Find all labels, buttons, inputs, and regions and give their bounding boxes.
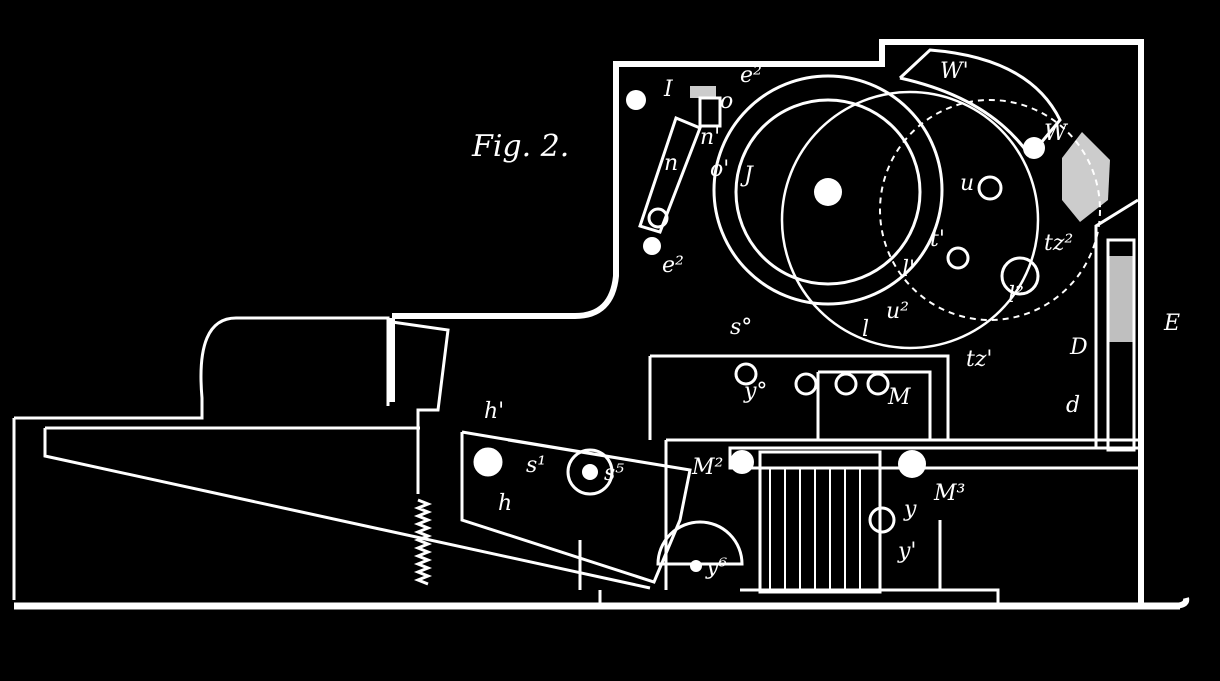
label-W1: W' bbox=[940, 59, 969, 84]
label-u2: u² bbox=[886, 299, 909, 324]
label-tz1: tz' bbox=[966, 347, 992, 372]
label-l: l bbox=[862, 317, 869, 342]
carriage-left bbox=[12, 316, 651, 600]
pivot-y bbox=[868, 506, 896, 534]
label-l1: l' bbox=[902, 257, 915, 282]
label-h: h bbox=[498, 491, 512, 516]
pivot-s5-outer bbox=[566, 448, 614, 496]
figure-caption: Fig. 2. bbox=[471, 129, 569, 164]
label-e2-upper: e² bbox=[740, 63, 762, 88]
axle-J bbox=[814, 178, 842, 206]
label-n-upper: n' bbox=[700, 125, 720, 150]
key-bank bbox=[758, 450, 882, 594]
label-E: E bbox=[1163, 311, 1180, 336]
bar-E-hatch bbox=[1108, 256, 1134, 342]
cam-hatched bbox=[1062, 132, 1110, 222]
spring-top-left bbox=[626, 90, 646, 110]
label-y0: y° bbox=[743, 379, 767, 404]
label-tz2: tz² bbox=[1044, 231, 1073, 256]
pawl-arm bbox=[638, 115, 702, 234]
label-s5: s⁵ bbox=[604, 461, 624, 486]
pivot-s5-inner bbox=[582, 464, 598, 480]
label-J: J bbox=[740, 163, 754, 188]
label-o-lower: o' bbox=[710, 157, 729, 182]
spring bbox=[413, 498, 433, 586]
label-M3: M³ bbox=[933, 481, 965, 506]
label-s0: s° bbox=[730, 315, 752, 340]
label-I: I bbox=[663, 77, 674, 102]
label-h1: h' bbox=[484, 399, 504, 424]
housing-outline bbox=[389, 39, 1190, 609]
frame-block bbox=[578, 354, 1138, 604]
pivot-t bbox=[946, 246, 970, 270]
bar-D bbox=[1106, 238, 1136, 452]
disc-dashed bbox=[879, 99, 1101, 321]
label-u: u bbox=[960, 171, 974, 196]
label-n: n bbox=[664, 151, 678, 176]
label-M2: M² bbox=[691, 455, 723, 480]
sector-W1 bbox=[898, 48, 1062, 159]
pivot-e2-lower bbox=[643, 237, 661, 255]
pivot-M2 bbox=[730, 450, 754, 474]
label-D: D bbox=[1069, 335, 1088, 360]
label-e2-lower: e² bbox=[662, 253, 684, 278]
cross-bar bbox=[728, 446, 1144, 470]
hole-y0 bbox=[734, 362, 758, 386]
label-l2: l² bbox=[1008, 283, 1024, 308]
pivot-u bbox=[977, 175, 1003, 201]
label-o-upper: o bbox=[720, 89, 733, 114]
ratchet-wheel-J bbox=[712, 74, 944, 306]
label-d: d bbox=[1066, 393, 1080, 418]
label-M: M bbox=[887, 385, 911, 410]
label-y1: y' bbox=[897, 539, 916, 564]
label-t: t' bbox=[930, 227, 945, 252]
segment-y6 bbox=[656, 520, 744, 566]
label-y6: y⁶ bbox=[705, 555, 727, 580]
ratchet-wheel-inner bbox=[734, 98, 922, 286]
label-W: W bbox=[1044, 121, 1069, 146]
pivot-M3 bbox=[898, 450, 926, 478]
disc-l bbox=[780, 90, 1040, 350]
pivot-h bbox=[473, 447, 503, 477]
label-y: y bbox=[903, 497, 917, 522]
pivot-l2 bbox=[1000, 256, 1040, 296]
label-s1: s¹ bbox=[526, 453, 546, 478]
